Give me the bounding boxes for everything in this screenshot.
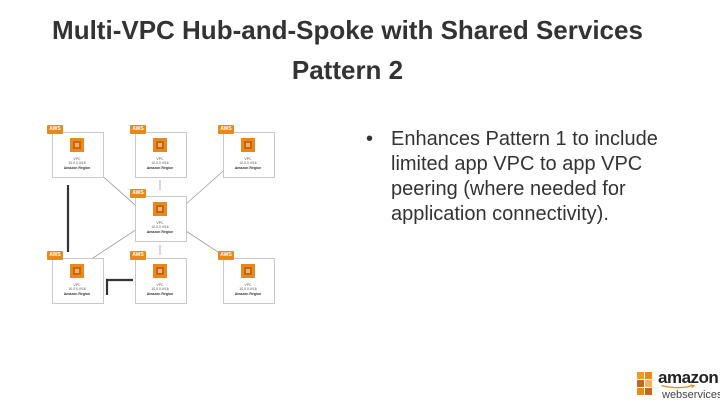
vpc-region: Amazon Region: [234, 292, 262, 296]
aws-smile-icon: [661, 384, 696, 389]
vpc-region: Amazon Region: [63, 292, 91, 296]
bullet-list: • Enhances Pattern 1 to include limited …: [366, 127, 666, 227]
vpc-cidr: 10.0.0.0/16: [239, 287, 257, 291]
aws-boxes-icon: [637, 372, 652, 395]
vpc-label: VPC: [244, 157, 252, 161]
bullet-dot-icon: •: [366, 128, 374, 150]
vpc-icon: [153, 138, 167, 152]
logo-subbrand: webservices: [662, 389, 720, 401]
vpc-region: Amazon Region: [146, 292, 174, 296]
logo-brand: amazon: [658, 368, 719, 387]
vpc-label: VPC: [244, 283, 252, 287]
vpc-region: Amazon Region: [146, 230, 174, 234]
link-hub-bottom-left: [89, 224, 144, 261]
vpc-node-bottom-right: AWS VPC 10.0.0.0/16 Amazon Region: [218, 251, 278, 304]
slide-title-line-1: Multi-VPC Hub-and-Spoke with Shared Serv…: [52, 15, 643, 45]
peer-link-bottom: [105, 278, 133, 295]
vpc-region: Amazon Region: [234, 166, 262, 170]
vpc-region: Amazon Region: [146, 166, 174, 170]
aws-logo: amazon webservices: [636, 368, 720, 402]
vpc-node-top-right: AWS VPC 10.0.0.0/16 Amazon Region: [218, 125, 278, 178]
slide-title: Multi-VPC Hub-and-Spoke with Shared Serv…: [0, 10, 695, 90]
vpc-icon: [241, 138, 255, 152]
aws-tab: AWS: [218, 125, 234, 134]
vpc-region: Amazon Region: [63, 166, 91, 170]
vpc-label: VPC: [73, 157, 81, 161]
vpc-cidr: 10.0.0.0/16: [68, 161, 86, 165]
vpc-label: VPC: [156, 283, 164, 287]
vpc-label: VPC: [73, 283, 81, 287]
vpc-node-top-middle: AWS VPC 10.0.0.0/16 Amazon Region: [130, 125, 190, 178]
aws-tab: AWS: [130, 125, 146, 134]
vpc-icon: [153, 264, 167, 278]
bullet-item: • Enhances Pattern 1 to include limited …: [366, 127, 666, 227]
vpc-node-hub: AWS VPC 10.0.0.0/16 Amazon Region: [130, 189, 190, 242]
vpc-hub-spoke-diagram: AWS VPC 10.0.0.0/16 Amazon Region AWS VP…: [40, 120, 280, 310]
vpc-cidr: 10.0.0.0/16: [151, 225, 169, 229]
aws-tab: AWS: [47, 125, 63, 134]
aws-tab: AWS: [47, 251, 63, 260]
vpc-icon: [70, 264, 84, 278]
vpc-label: VPC: [156, 157, 164, 161]
vpc-icon: [70, 138, 84, 152]
vpc-node-bottom-middle: AWS VPC 10.0.0.0/16 Amazon Region: [130, 251, 190, 304]
vpc-cidr: 10.0.0.0/16: [151, 161, 169, 165]
vpc-cidr: 10.0.0.0/16: [239, 161, 257, 165]
aws-tab: AWS: [130, 189, 146, 198]
vpc-node-top-left: AWS VPC 10.0.0.0/16 Amazon Region: [47, 125, 107, 178]
vpc-cidr: 10.0.0.0/16: [68, 287, 86, 291]
aws-tab: AWS: [130, 251, 146, 260]
bullet-text: Enhances Pattern 1 to include limited ap…: [391, 128, 658, 225]
vpc-icon: [153, 202, 167, 216]
slide-title-line-2: Pattern 2: [291, 55, 404, 85]
aws-tab: AWS: [218, 251, 234, 260]
vpc-label: VPC: [156, 221, 164, 225]
vpc-cidr: 10.0.0.0/16: [151, 287, 169, 291]
vpc-node-bottom-left: AWS VPC 10.0.0.0/16 Amazon Region: [47, 251, 107, 304]
vpc-icon: [241, 264, 255, 278]
